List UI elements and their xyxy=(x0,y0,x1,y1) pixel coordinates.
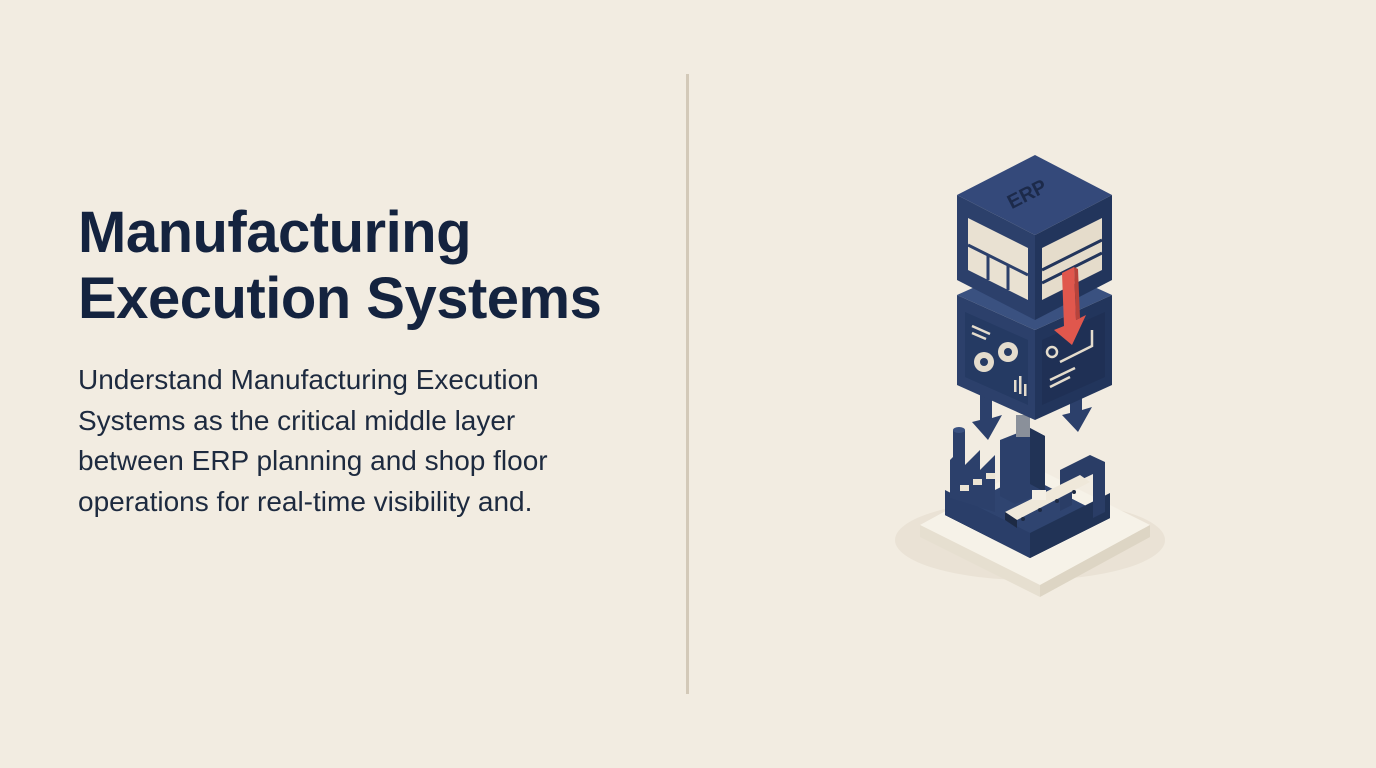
subtitle: Understand Manufacturing Execution Syste… xyxy=(78,360,658,522)
subtitle-line-4: operations for real-time visibility and. xyxy=(78,485,533,517)
down-arrow-icon xyxy=(1054,267,1086,345)
factory-icon xyxy=(945,415,1110,558)
down-arrow-icon xyxy=(972,390,1092,440)
text-column: Manufacturing Execution Systems Understa… xyxy=(78,200,658,522)
page-title: Manufacturing Execution Systems xyxy=(78,200,658,332)
vertical-divider xyxy=(686,74,689,694)
subtitle-line-1: Understand Manufacturing Execution xyxy=(78,364,539,395)
subtitle-line-3: between ERP planning and shop floor xyxy=(78,445,548,476)
subtitle-line-2: Systems as the critical middle layer xyxy=(78,404,516,436)
mes-stack-illustration: ERP xyxy=(880,140,1180,610)
title-line-1: Manufacturing xyxy=(78,200,472,265)
title-line-2: Execution Systems xyxy=(78,266,602,331)
erp-cube-icon: ERP xyxy=(957,155,1112,320)
